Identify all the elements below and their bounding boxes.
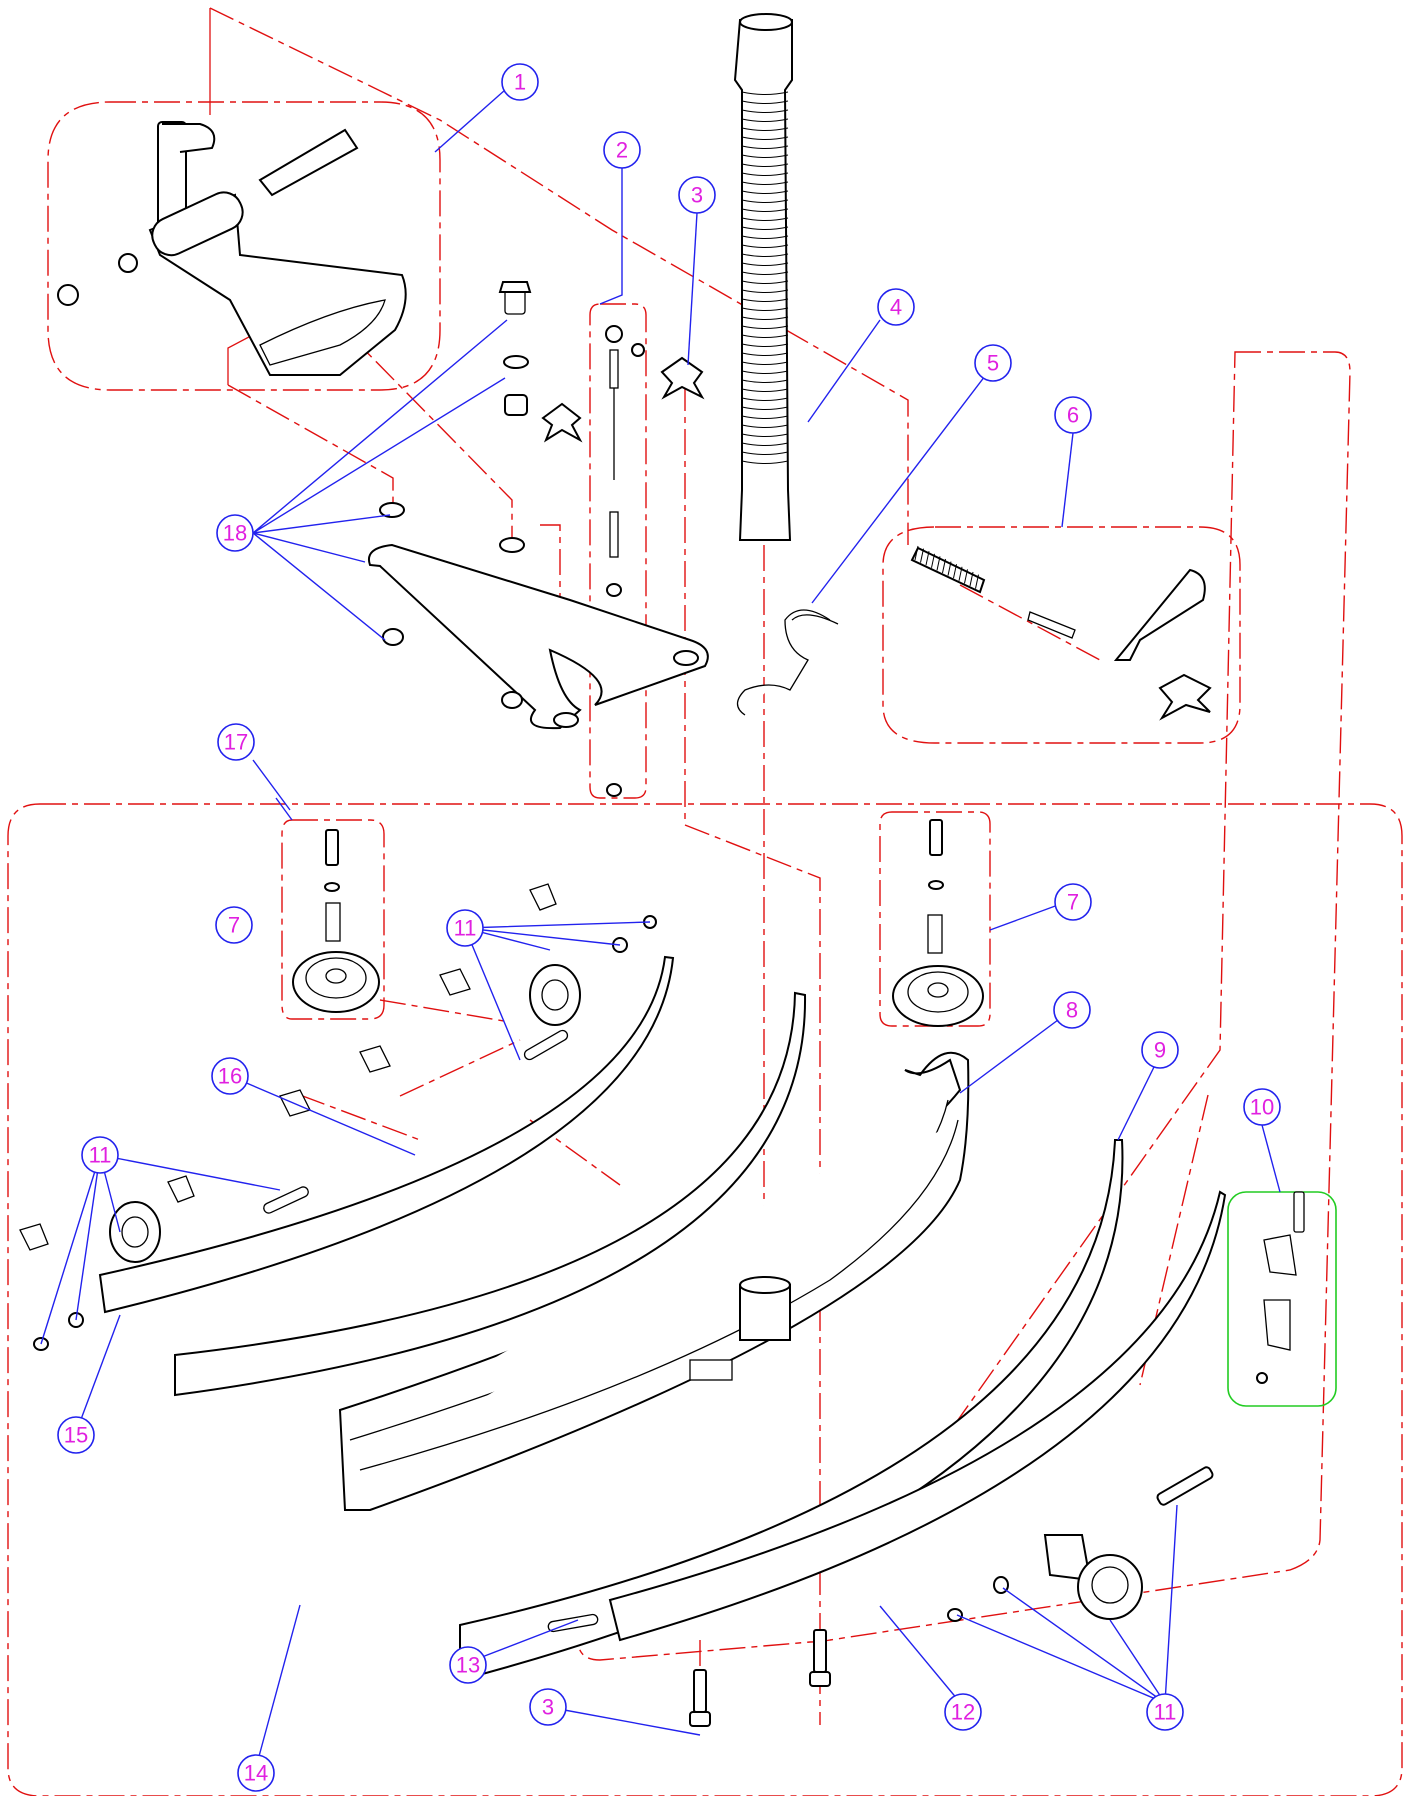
svg-text:4: 4 (890, 295, 902, 320)
svg-text:9: 9 (1154, 1038, 1166, 1063)
part-18-base-plate (368, 281, 709, 730)
part-7-wheel-left (292, 829, 380, 1013)
callout-2: 2 (603, 131, 641, 169)
svg-text:15: 15 (64, 1423, 88, 1448)
callout-11-left: 11 (81, 1136, 119, 1174)
callout-13: 13 (449, 1646, 487, 1684)
part-7-wheel-right (892, 819, 984, 1027)
svg-text:3: 3 (542, 1695, 554, 1720)
assembly-boundaries (7, 101, 1403, 1796)
part-8-squeegee-frame (338, 1051, 970, 1511)
callout-3-lower: 3 (529, 1688, 567, 1726)
callout-7-right: 7 (1054, 883, 1092, 921)
svg-text:6: 6 (1067, 403, 1079, 428)
hose-corrugation (741, 91, 789, 464)
group-box-17 (7, 803, 1403, 1796)
svg-text:7: 7 (1067, 890, 1079, 915)
callout-18: 18 (216, 514, 254, 552)
group-box-7-right (879, 811, 991, 1027)
spring-coils (914, 545, 979, 589)
part-3-star-knob (660, 356, 705, 400)
svg-text:12: 12 (951, 1700, 975, 1725)
part-4-hose (733, 13, 793, 541)
callout-16: 16 (211, 1057, 249, 1095)
svg-text:11: 11 (89, 1143, 112, 1168)
callout-8: 8 (1053, 991, 1091, 1029)
group-box-2 (589, 303, 647, 799)
callout-3-upper: 3 (678, 176, 716, 214)
svg-text:10: 10 (1250, 1095, 1274, 1120)
callout-5: 5 (974, 344, 1012, 382)
callouts: 1 2 3 4 5 6 7 7 8 9 10 11 11 11 12 13 14… (57, 63, 1281, 1792)
group-box-7-left (281, 819, 385, 1020)
callout-6: 6 (1054, 396, 1092, 434)
part-14-middle-blade (174, 991, 807, 1397)
svg-text:18: 18 (223, 521, 247, 546)
callout-12: 12 (944, 1693, 982, 1731)
part-15-outer-blade (98, 955, 675, 1314)
part-10-clip-kit (1227, 1191, 1337, 1407)
svg-text:17: 17 (224, 730, 248, 755)
callout-10: 10 (1243, 1088, 1281, 1126)
callout-1: 1 (501, 63, 539, 101)
svg-text:11: 11 (454, 916, 477, 941)
part-5-spring-hook (736, 609, 839, 716)
part-12-front-blade (608, 1190, 1227, 1642)
callout-9: 9 (1141, 1031, 1179, 1069)
group-box-1 (47, 101, 441, 391)
callout-11-upper: 11 (446, 909, 484, 947)
callout-leaders (40, 89, 1281, 1761)
svg-text:16: 16 (218, 1064, 242, 1089)
svg-text:14: 14 (244, 1761, 268, 1786)
callout-4: 4 (877, 288, 915, 326)
callout-17: 17 (217, 723, 255, 761)
svg-text:13: 13 (456, 1653, 480, 1678)
svg-text:11: 11 (1154, 1700, 1177, 1725)
callout-15: 15 (57, 1416, 95, 1454)
svg-text:1: 1 (514, 70, 526, 95)
part-6-spring-lever (910, 545, 1212, 721)
callout-14: 14 (237, 1754, 275, 1792)
callout-7-left: 7 (215, 906, 253, 944)
svg-text:8: 8 (1066, 998, 1078, 1023)
svg-text:2: 2 (616, 138, 628, 163)
part-1-bracket-assembly (57, 121, 407, 376)
svg-text:3: 3 (691, 183, 703, 208)
svg-text:7: 7 (228, 913, 240, 938)
callout-11-lower: 11 (1146, 1693, 1184, 1731)
group-box-6 (882, 526, 1241, 744)
part-2-cable-assembly (541, 325, 645, 797)
svg-text:5: 5 (987, 351, 999, 376)
lower-bolts (689, 1629, 831, 1727)
